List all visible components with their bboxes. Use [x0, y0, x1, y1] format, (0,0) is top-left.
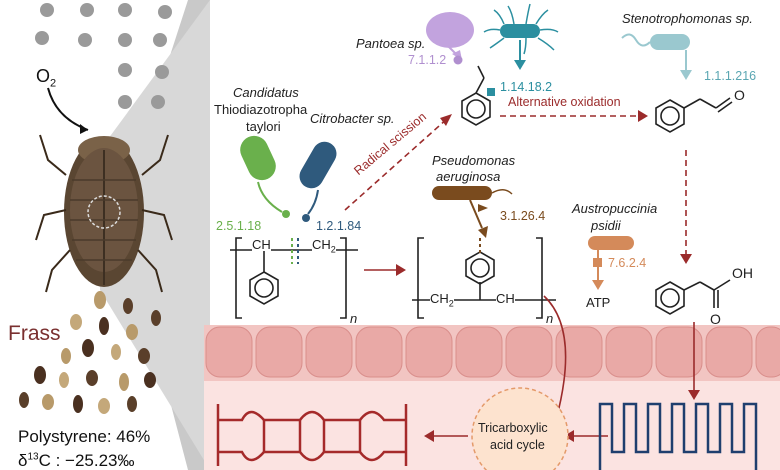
gut-epithelium — [204, 325, 780, 381]
tca-cycle — [471, 387, 569, 470]
ec-114182: 1.14.18.2 — [500, 80, 553, 94]
pathway-arrows — [344, 115, 695, 437]
oxygen-dots — [35, 3, 172, 109]
cockroach-illustration — [35, 134, 173, 293]
stenotrophomonas-icon — [621, 33, 690, 50]
austropuccinia-label-2: psidii — [591, 218, 621, 233]
ps-right-n: n — [546, 311, 554, 326]
austropuccinia-label-1: Austropuccinia — [572, 201, 658, 216]
oxygen-arrow — [47, 87, 89, 131]
austropuccinia-cell-icon — [588, 236, 634, 250]
candidatus-label-2: Thiodiazotropha — [214, 102, 308, 117]
citrobacter-label: Citrobacter sp. — [310, 111, 395, 126]
isotope-value: δ13C : −25.23‰ — [18, 451, 135, 470]
zoom-wedge-inner — [100, 0, 210, 470]
ps-right-ch2: CH2 — [430, 291, 454, 309]
teal-bacterium-icon — [483, 3, 559, 55]
ps-right-ch: CH — [496, 291, 515, 306]
stenotrophomonas-label: Stenotrophomonas sp. — [622, 11, 753, 26]
ec-7112: 7.1.1.2 — [408, 53, 447, 67]
ec-25118: 2.5.1.18 — [216, 219, 262, 233]
acid-oh-label: OH — [732, 265, 753, 281]
pantoea-cell-icon — [426, 12, 474, 48]
structures — [230, 65, 733, 319]
ps-left-ch: CH — [252, 237, 271, 252]
pantoea-label: Pantoea sp. — [356, 36, 426, 51]
ec-12184: 1.2.1.84 — [316, 219, 362, 233]
candidatus-cell-icon — [240, 135, 276, 181]
ec-31264: 3.1.26.4 — [500, 209, 546, 223]
alternative-oxidation-label: Alternative oxidation — [508, 95, 621, 109]
pseudomonas-label-1: Pseudomonas — [432, 153, 516, 168]
tca-label-2: acid cycle — [490, 438, 545, 452]
tca-label-1: Tricarboxylic — [478, 421, 548, 435]
citrobacter-cell-icon — [299, 141, 337, 189]
frass-pellets — [19, 291, 161, 414]
beta-oxidation-icon — [598, 402, 758, 470]
ec-7624: 7.6.2.4 — [608, 256, 647, 270]
ps-left-n: n — [350, 311, 358, 326]
ec-111216: 1.1.1.216 — [704, 69, 757, 83]
acid-o-label: O — [710, 311, 721, 327]
aldehyde-o-label: O — [734, 87, 745, 103]
oxidative-phosphorylation-icon — [216, 404, 408, 466]
ps-left-ch2: CH2 — [312, 237, 336, 255]
oxygen-label: O2 — [36, 66, 57, 90]
atp-label: ATP — [586, 295, 611, 310]
candidatus-label-3: taylori — [246, 119, 281, 134]
polystyrene-composition: Polystyrene: 46% — [18, 427, 151, 446]
candidatus-label-1: Candidatus — [233, 85, 299, 100]
frass-label: Frass — [8, 322, 61, 345]
pseudomonas-cell-icon — [432, 186, 492, 200]
pseudomonas-label-2: aeruginosa — [436, 169, 501, 184]
oxygen-arrowhead — [80, 124, 88, 134]
